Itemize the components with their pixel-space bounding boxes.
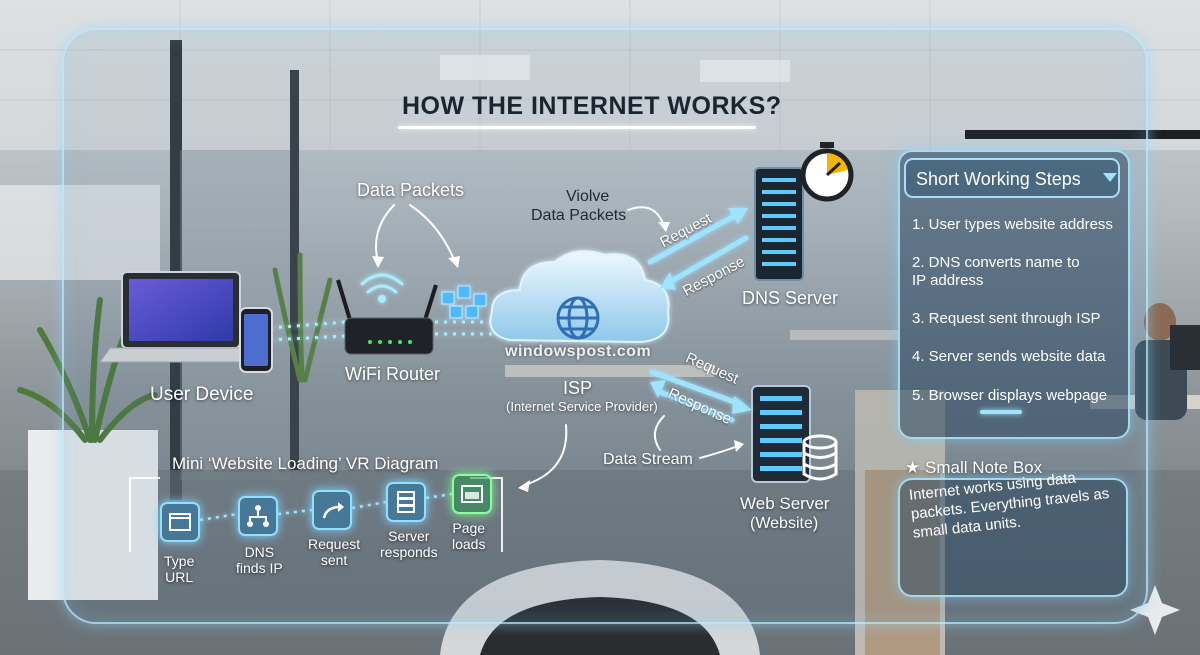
sparkle-icon xyxy=(1130,585,1180,635)
data-stream-label: Data Stream xyxy=(603,451,693,468)
server-stack-icon xyxy=(386,482,426,522)
laptop-icon xyxy=(99,271,263,363)
title-underline xyxy=(398,126,756,129)
web-server-label: Web Server xyxy=(740,494,830,513)
browser-window-icon xyxy=(160,502,200,542)
request-arrow-top xyxy=(647,211,741,265)
step-item: 4. Server sends website data xyxy=(912,348,1106,365)
isp-full-label: (Internet Service Provider) xyxy=(506,399,658,414)
diagram-title: HOW THE INTERNET WORKS? xyxy=(402,92,782,120)
violve-label-2: Data Packets xyxy=(531,207,627,224)
mini-diagram-title: Mini ‘Website Loading’ VR Diagram xyxy=(172,454,439,473)
data-packet-cubes xyxy=(441,285,487,319)
page-window-icon xyxy=(452,474,492,514)
step-item: 2. DNS converts name to IP address xyxy=(912,254,1080,289)
step-item: 5. Browser displays webpage xyxy=(912,387,1108,404)
request-arrow-bottom xyxy=(649,369,743,407)
user-device-label: User Device xyxy=(150,384,254,405)
violve-arrow xyxy=(627,206,665,227)
chevron-down-icon[interactable] xyxy=(1103,173,1117,182)
watermark: windowspost.com xyxy=(505,343,652,360)
database-icon xyxy=(802,434,838,481)
wifi-router-icon xyxy=(336,279,438,355)
note-box-title: ★ Small Note Box xyxy=(905,458,1042,478)
violve-label-1: Violve xyxy=(566,188,610,205)
data-packets-label: Data Packets xyxy=(357,180,465,200)
dns-server-icon xyxy=(754,167,804,281)
isp-to-mini-arrow xyxy=(524,424,568,486)
stopwatch-icon xyxy=(800,142,854,202)
step-item: 1. User types website address xyxy=(912,216,1113,233)
note-box-title-text: Small Note Box xyxy=(924,458,1043,477)
web-server-icon xyxy=(751,385,811,483)
note-box xyxy=(898,478,1128,597)
share-arrow-icon xyxy=(312,490,352,530)
data-stream-arrow-2 xyxy=(653,415,665,451)
step-item: 3. Request sent through ISP xyxy=(912,310,1101,327)
wifi-router-label: WiFi Router xyxy=(345,364,441,384)
network-tree-icon xyxy=(238,496,278,536)
steps-panel-header[interactable]: Short Working Steps xyxy=(904,158,1120,198)
web-server-sublabel: (Website) xyxy=(750,515,819,532)
response-arrow-bottom xyxy=(657,389,735,423)
globe-icon xyxy=(556,296,600,340)
steps-scroll-indicator xyxy=(980,410,1022,414)
steps-panel-title: Short Working Steps xyxy=(916,169,1081,189)
wifi-signal-icon xyxy=(360,273,404,303)
packets-arrow-2 xyxy=(409,204,456,263)
link-device-router xyxy=(269,320,346,330)
star-icon: ★ xyxy=(905,458,921,477)
dns-server-label: DNS Server xyxy=(742,288,839,308)
response-arrow-top xyxy=(667,235,749,285)
steps-panel xyxy=(898,150,1130,439)
packets-arrow-1 xyxy=(375,204,395,263)
data-stream-arrow xyxy=(699,445,739,459)
smartphone-icon xyxy=(239,307,273,373)
isp-label: ISP xyxy=(563,378,593,398)
